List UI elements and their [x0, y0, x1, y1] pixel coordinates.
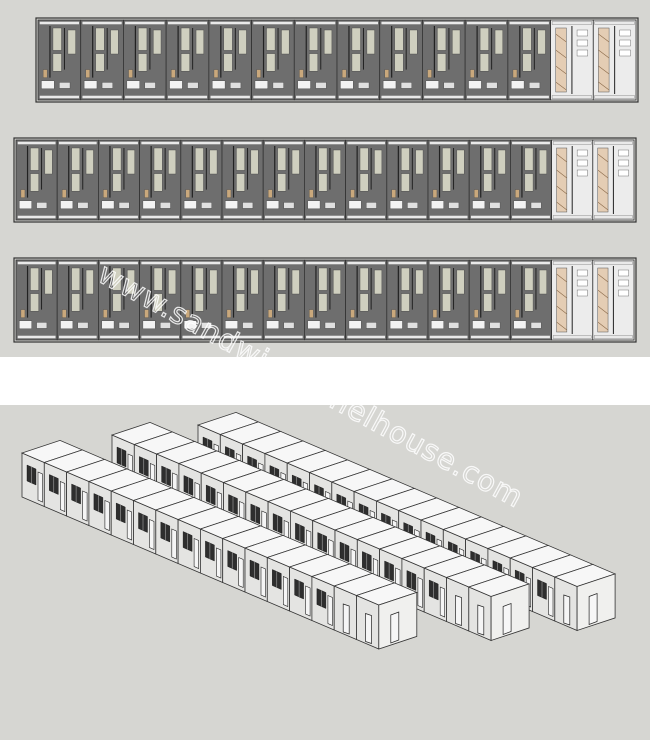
door-icon [193, 538, 199, 569]
container-unit [467, 573, 531, 642]
container-unit [43, 449, 106, 517]
plan-unit-bathroom [550, 19, 594, 101]
plan-unit-room [509, 259, 552, 341]
plan-unit-room [509, 139, 552, 221]
plan-row [13, 137, 637, 223]
plan-unit-room [422, 19, 466, 101]
plan-unit-room [98, 139, 141, 221]
plan-unit-room [180, 139, 223, 221]
end-door-icon [502, 602, 512, 636]
door-icon [171, 528, 177, 560]
door-icon [37, 471, 43, 503]
plan-row [35, 17, 639, 103]
container-unit [266, 544, 329, 612]
container-unit [154, 496, 218, 565]
container-unit [445, 564, 508, 632]
door-icon [455, 595, 462, 626]
container-unit [176, 506, 240, 574]
door-icon [439, 586, 446, 618]
door-icon [59, 481, 66, 512]
container-unit [310, 563, 374, 631]
plan-unit-room [15, 139, 58, 221]
plan-unit-room [345, 259, 388, 341]
plan-unit-room [251, 19, 295, 101]
container-unit [333, 572, 396, 641]
plan-unit-room [15, 259, 58, 341]
container-unit [87, 468, 151, 536]
plan-unit-bathroom [551, 259, 594, 341]
end-door-icon [390, 611, 400, 644]
plan-unit-room [427, 259, 470, 341]
container-unit [553, 563, 617, 632]
plan-unit-room [139, 139, 182, 221]
plan-unit-room [345, 139, 388, 221]
door-icon [548, 586, 554, 617]
container-unit [423, 554, 486, 623]
floor-plan-drawing [13, 17, 639, 343]
door-icon [563, 594, 571, 626]
plan-unit-room [262, 139, 305, 221]
isometric-drawing [20, 411, 617, 650]
door-icon [342, 603, 350, 635]
door-icon [417, 577, 423, 608]
door-icon [216, 547, 222, 579]
plan-unit-room [98, 259, 141, 341]
isometric-view-panel [0, 405, 650, 740]
door-icon [82, 490, 88, 522]
door-icon [365, 613, 372, 644]
plan-unit-bathroom [592, 139, 635, 221]
plan-unit-room [379, 19, 423, 101]
plan-row [13, 257, 637, 343]
container-unit [132, 487, 195, 555]
plan-unit-room [336, 19, 381, 101]
plan-unit-room [427, 139, 470, 221]
plan-unit-room [165, 19, 210, 101]
plan-unit-bathroom [592, 19, 637, 101]
plan-unit-room [386, 259, 429, 341]
plan-unit-room [464, 19, 509, 101]
container-unit [221, 525, 285, 593]
door-icon [104, 500, 110, 531]
door-icon [149, 519, 155, 550]
plan-unit-room [468, 259, 511, 341]
plan-unit-room [221, 139, 264, 221]
plan-unit-room [386, 139, 429, 221]
container-unit [355, 582, 418, 650]
plan-unit-room [262, 259, 305, 341]
plan-unit-room [56, 139, 99, 221]
floor-plan-panel [0, 0, 650, 357]
plan-unit-bathroom [592, 259, 635, 341]
door-icon [238, 557, 244, 588]
plan-unit-room [56, 259, 99, 341]
plan-unit-room [180, 259, 223, 341]
plan-unit-room [208, 19, 252, 101]
door-icon [260, 566, 266, 598]
door-icon [477, 604, 485, 636]
end-door-icon [588, 592, 598, 626]
plan-unit-room [468, 139, 511, 221]
plan-unit-room [221, 259, 264, 341]
container-unit [531, 554, 594, 622]
door-icon [305, 585, 311, 617]
door-icon [327, 595, 333, 626]
plan-unit-room [303, 139, 346, 221]
door-icon [126, 509, 132, 541]
container-row [20, 439, 418, 650]
container-unit [243, 534, 307, 603]
plan-unit-bathroom [551, 139, 594, 221]
container-unit [20, 439, 84, 508]
plan-unit-room [293, 19, 338, 101]
plan-unit-room [80, 19, 124, 101]
plan-unit-room [139, 259, 182, 341]
door-icon [282, 576, 289, 607]
plan-unit-room [123, 19, 167, 101]
plan-unit-room [303, 259, 346, 341]
plan-unit-room [507, 19, 551, 101]
container-unit [199, 515, 262, 584]
plan-unit-room [37, 19, 82, 101]
